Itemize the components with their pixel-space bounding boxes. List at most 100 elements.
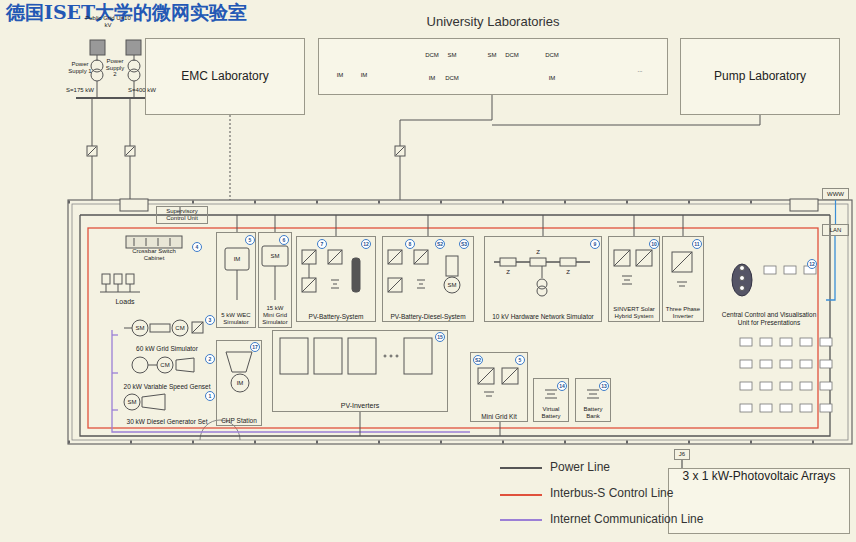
page-title: 德国ISET大学的微网实验室 [6, 0, 247, 26]
lab-box: Supervisory Control Unit [156, 206, 208, 224]
callout-number: 9 [590, 239, 600, 249]
box-label: Crossbar Switch Cabinet [123, 248, 185, 262]
box-label: University Laboratories [319, 15, 667, 30]
callout-number: S3 [459, 239, 469, 249]
box-label: 60 kW Grid Simulator [121, 345, 213, 352]
machine-symbol-label: Z [566, 269, 570, 276]
box-label: Loads [98, 298, 152, 306]
box-label: Supervisory Control Unit [159, 208, 205, 222]
machine-symbol-label: SM [448, 282, 457, 289]
machine-symbol-label: Z [506, 269, 510, 276]
lab-box: Pump Laboratory [680, 38, 840, 115]
callout-number: 2 [205, 354, 215, 364]
box-label: LAN [825, 227, 846, 234]
lab-box: 20 kW Variable Speed Genset [118, 355, 216, 392]
machine-symbol-label: IM [429, 75, 436, 82]
callout-number: 11 [692, 239, 702, 249]
callout-number: 15 [435, 332, 445, 342]
callout-number: 13 [599, 381, 609, 391]
machine-symbol-label: DCM [425, 52, 439, 59]
box-label: PV-Battery-System [299, 313, 373, 320]
machine-symbol-label: SM [271, 253, 280, 260]
machine-symbol-label: IM [337, 72, 344, 79]
machine-symbol-label: IM [234, 256, 241, 263]
machine-symbol-label: SM [136, 325, 145, 332]
lab-box: 5 kW WEC Simulator [216, 232, 256, 328]
machine-symbol-label: DCM [545, 52, 559, 59]
callout-number: 5 [515, 355, 525, 365]
lab-box: Crossbar Switch Cabinet [120, 232, 188, 264]
lab-box: 15 kW Mini Grid Simulator [258, 232, 292, 328]
box-label: Central Control and Visualisation Unit f… [721, 311, 817, 326]
machine-symbol-label: SM [128, 399, 137, 406]
machine-symbol-label: CM [160, 362, 169, 369]
box-label: Battery Bank [578, 406, 608, 420]
machine-symbol-label: Z [536, 249, 540, 256]
callout-number: 14 [557, 381, 567, 391]
callout-number: 17 [250, 342, 260, 352]
callout-number: 12 [361, 239, 371, 249]
note-label: S=175 kW [66, 87, 94, 94]
lab-box: PV-Inverters [272, 330, 448, 412]
callout-number: 8 [405, 239, 415, 249]
legend-text: Interbus-S Control Line [550, 486, 673, 500]
box-label: 15 kW Mini Grid Simulator [261, 305, 289, 326]
box-label: PV-Inverters [275, 402, 445, 410]
box-label: EMC Laboratory [148, 70, 302, 84]
legend-line [500, 494, 542, 496]
note-label: ... [637, 67, 642, 74]
box-label: 20 kW Variable Speed Genset [121, 383, 213, 390]
lab-box: University Laboratories [318, 38, 668, 95]
connector [682, 460, 683, 468]
box-label: 30 kW Diesel Generator Set [121, 418, 213, 425]
note-label: Public Grid U=10 kV [84, 15, 132, 28]
callout-number: 5 [245, 235, 255, 245]
callout-number: 10 [649, 239, 659, 249]
lab-box: 60 kW Grid Simulator [118, 316, 216, 354]
box-label: Mini Grid Kit [473, 413, 525, 420]
box-label: CHP Station [219, 417, 259, 424]
callout-number: 4 [192, 242, 202, 252]
machine-symbol-label: DCM [505, 52, 519, 59]
box-label: Three Phase Inverter [665, 306, 701, 320]
callout-number: 6 [279, 235, 289, 245]
lab-box: 10 kV Hardware Network Simulator [484, 236, 602, 322]
callout-number: 12 [807, 259, 817, 269]
note-label: S=400 kW [128, 87, 156, 94]
callout-number: 3 [205, 315, 215, 325]
lab-box: LAN [822, 224, 849, 236]
note-label: Power Supply 2 [104, 58, 126, 78]
box-label: 10 kV Hardware Network Simulator [487, 313, 599, 320]
connector [835, 200, 836, 224]
callout-number: S2 [473, 355, 483, 365]
lab-box: Loads [95, 268, 155, 308]
box-label: 5 kW WEC Simulator [219, 312, 253, 326]
lab-box: WWW [822, 188, 849, 200]
callout-number: 7 [317, 239, 327, 249]
box-label: PV-Battery-Diesel-System [385, 313, 471, 320]
lab-box: Central Control and Visualisation Unit f… [718, 258, 820, 328]
box-label: Virtual Battery [536, 406, 566, 420]
machine-symbol-label: CM [175, 325, 184, 332]
machine-symbol-label: SM [488, 52, 497, 59]
lab-box: 30 kW Diesel Generator Set [118, 393, 216, 427]
box-label: J6 [677, 451, 687, 458]
legend-text: Internet Communication Line [550, 512, 703, 526]
machine-symbol-label: DCM [445, 75, 459, 82]
machine-symbol-label: IM [549, 75, 556, 82]
legend-line [500, 519, 542, 521]
callout-number: 1 [205, 391, 215, 401]
box-label: 3 x 1 kW-Photovoltaic Arrays [671, 470, 847, 484]
box-label: SINVERT Solar Hybrid System [611, 306, 657, 320]
lab-box: EMC Laboratory [145, 38, 305, 115]
legend-text: Power Line [550, 460, 610, 474]
callout-number: S2 [435, 239, 445, 249]
lab-box: J6 [674, 449, 690, 460]
legend-line [500, 467, 542, 469]
note-label: Power Supply 1 [68, 61, 92, 74]
box-label: WWW [825, 191, 846, 198]
machine-symbol-label: IM [237, 380, 244, 387]
machine-symbol-label: SM [448, 52, 457, 59]
machine-symbol-label: IM [361, 72, 368, 79]
lab-box: PV-Battery-Diesel-System [382, 236, 474, 322]
